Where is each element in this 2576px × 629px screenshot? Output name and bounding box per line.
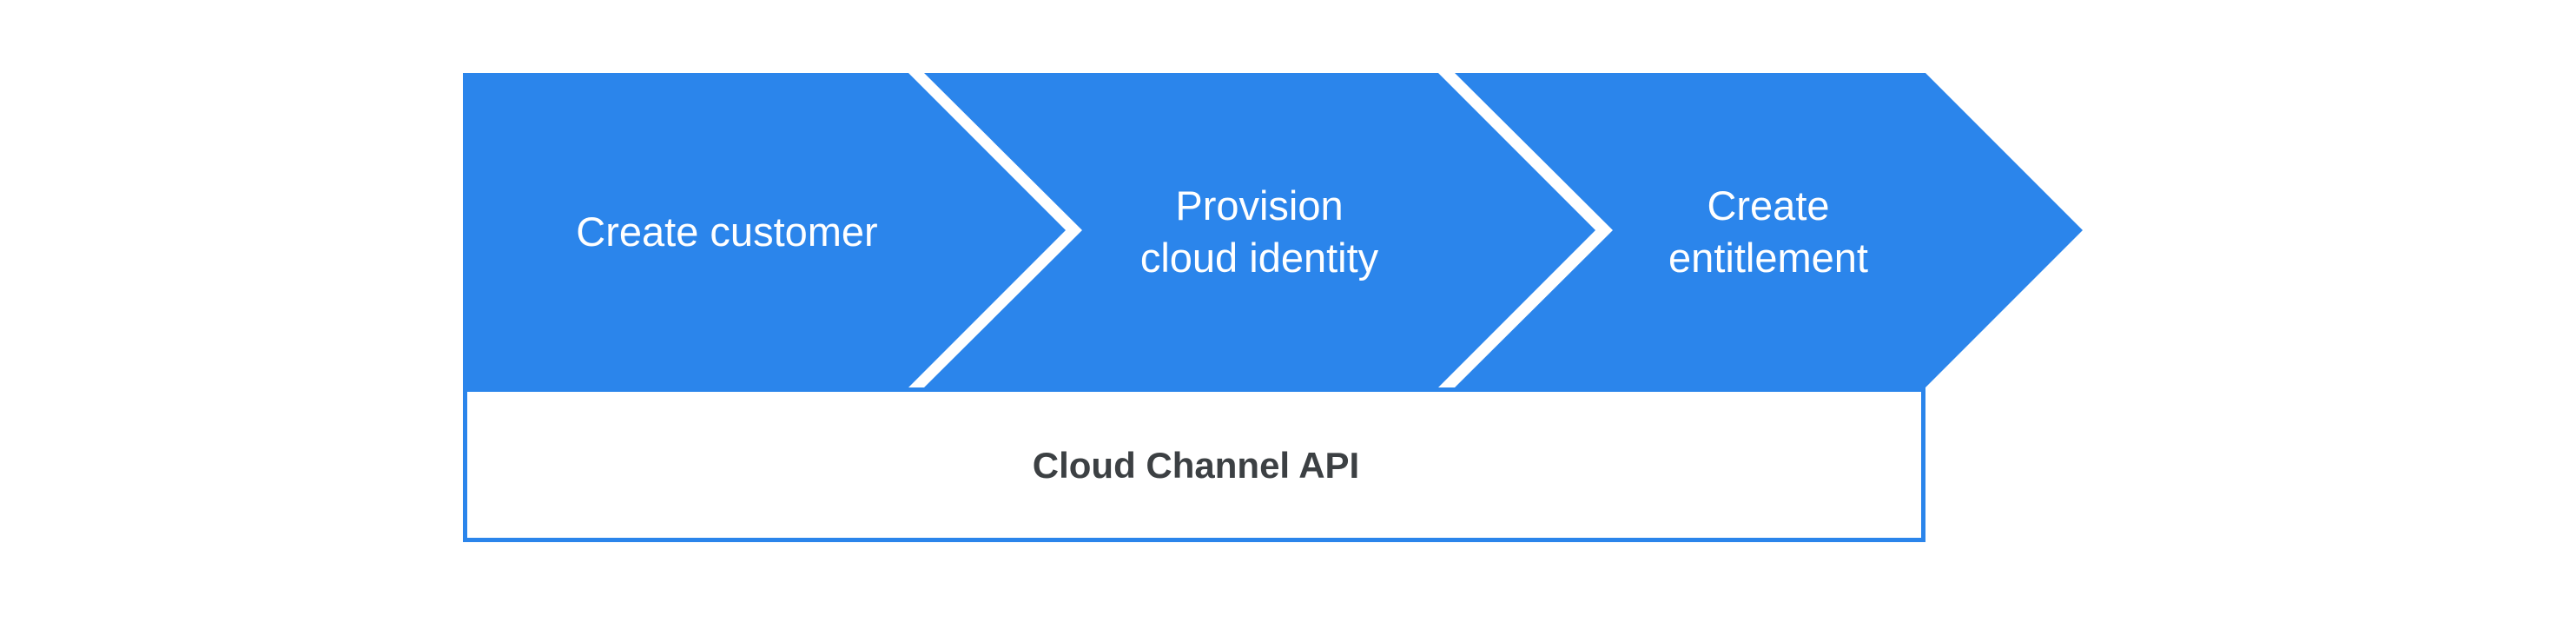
step-label-create-entitlement: Create entitlement [1668, 180, 1868, 284]
step-label-line: Provision [1175, 182, 1344, 228]
step-label-provision-cloud-identity: Provision cloud identity [1140, 180, 1378, 284]
step-label-create-customer: Create customer [576, 206, 877, 258]
step-label-line: Create [1707, 182, 1830, 228]
cloud-channel-api-label: Cloud Channel API [1032, 445, 1360, 486]
cloud-channel-api-box [463, 387, 1925, 542]
step-label-line: entitlement [1668, 235, 1868, 281]
step-label-line: Create customer [576, 209, 878, 255]
step-label-line: cloud identity [1139, 235, 1379, 281]
